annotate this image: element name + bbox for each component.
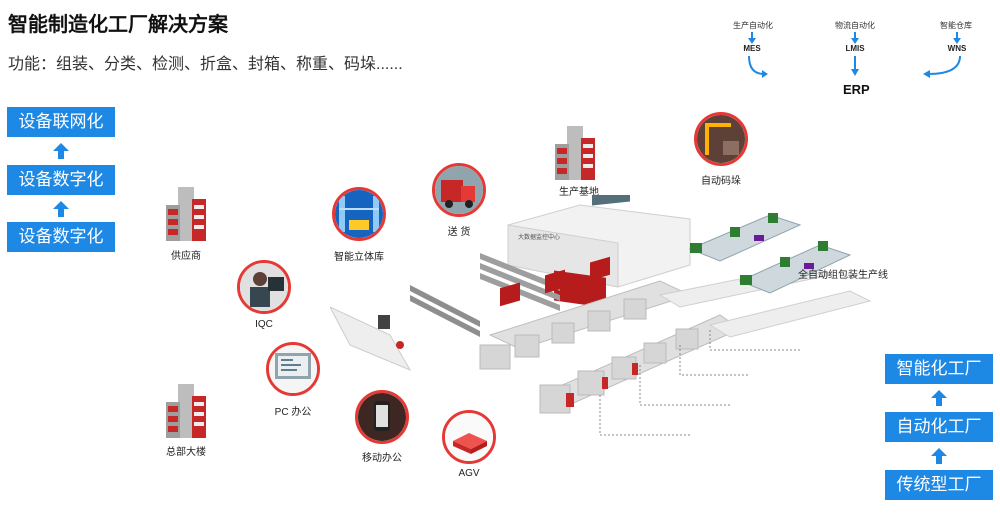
left-stage-bottom: 设备数字化 [7, 222, 115, 252]
flow-label-wns: 智能仓库 [940, 21, 972, 30]
flow-arrows [748, 32, 961, 78]
factory-illustration: 大数据监控中心 [330, 195, 872, 436]
page-subtitle: 功能：组装、分类、检测、折盒、封箱、称重、码垛...... [8, 56, 403, 73]
warehouse-label: 智能立体库 [334, 252, 384, 263]
agv-label: AGV [458, 468, 480, 479]
flow-label-lmis: 物流自动化 [835, 21, 875, 30]
delivery-label: 送 货 [447, 227, 471, 238]
palletizing-label: 自动码垛 [701, 176, 741, 187]
up-arrow-icon [53, 201, 69, 217]
page-title: 智能制造化工厂解决方案 [8, 14, 228, 36]
screen-text: 大数据监控中心 [518, 233, 560, 241]
flow-code-wns: WNS [947, 44, 967, 53]
warehouse-photo [332, 187, 386, 241]
supplier-label: 供应商 [171, 251, 201, 262]
right-stage-middle: 自动化工厂 [885, 412, 993, 442]
right-stage-top: 智能化工厂 [885, 354, 993, 384]
mobile-office-label: 移动办公 [362, 453, 402, 464]
up-arrow-icon [53, 143, 69, 159]
pc-office-photo [266, 342, 320, 396]
palletizing-photo [694, 112, 748, 166]
supplier-building-icon [166, 187, 206, 241]
delivery-photo [432, 163, 486, 217]
up-arrow-icon [931, 448, 947, 464]
flow-label-mes: 生产自动化 [733, 21, 773, 30]
headquarters-label: 总部大楼 [166, 447, 206, 458]
flow-code-lmis: LMIS [845, 44, 865, 53]
mobile-office-photo [355, 390, 409, 444]
assembly-line-label: 全自动组包装生产线 [798, 270, 888, 281]
pc-office-label: PC 办公 [274, 407, 312, 418]
flow-code-mes: MES [743, 44, 761, 53]
headquarters-building-icon [166, 384, 206, 438]
agv-photo [442, 410, 496, 464]
right-stage-bottom: 传统型工厂 [885, 470, 993, 500]
left-stage-middle: 设备数字化 [7, 165, 115, 195]
production-base-label: 生产基地 [559, 187, 599, 198]
iqc-label: IQC [255, 319, 273, 330]
flow-target-erp: ERP [843, 82, 870, 97]
left-stage-top: 设备联网化 [7, 107, 115, 137]
iqc-photo [237, 260, 291, 314]
up-arrow-icon [931, 390, 947, 406]
production-base-building-icon [555, 126, 595, 180]
